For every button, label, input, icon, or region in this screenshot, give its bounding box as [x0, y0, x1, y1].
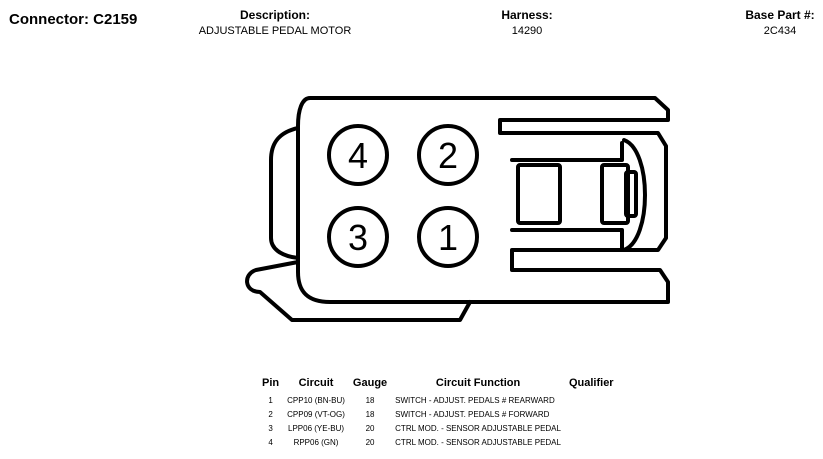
cell-qualifier	[565, 435, 618, 449]
cell-pin: 1	[268, 395, 273, 405]
key-slot-tab	[624, 170, 638, 218]
pin-number-4: 4	[348, 135, 368, 176]
col-header-pin: Pin	[262, 377, 280, 389]
pin-cavity-3	[327, 206, 389, 268]
table-row: 2 CPP09 (VT-OG) 18 SWITCH - ADJUST. PEDA…	[258, 407, 618, 421]
cell-circuit: CPP09 (VT-OG)	[287, 409, 345, 419]
cell-gauge: 18	[365, 395, 375, 405]
cell-function: SWITCH - ADJUST. PEDALS # FORWARD	[395, 409, 550, 419]
pin-cavity-1	[417, 206, 479, 268]
cell-function: CTRL MOD. - SENSOR ADJUSTABLE PEDAL	[395, 437, 561, 447]
cell-pin: 2	[268, 409, 273, 419]
cell-function: SWITCH - ADJUST. PEDALS # REARWARD	[395, 395, 555, 405]
latch-arm	[269, 126, 300, 260]
cell-pin: 3	[268, 423, 273, 433]
table-row: 3 LPP06 (YE-BU) 20 CTRL MOD. - SENSOR AD…	[258, 421, 618, 435]
pin-cavity-4	[327, 124, 389, 186]
pin-cavity-2	[417, 124, 479, 186]
inner-rail-bottom	[510, 228, 624, 250]
table-row: 1 CPP10 (BN-BU) 18 SWITCH - ADJUST. PEDA…	[258, 393, 618, 407]
col-header-gauge: Gauge	[352, 377, 388, 389]
pin-number-1: 1	[438, 217, 458, 258]
connector-housing-outline	[296, 96, 670, 304]
right-clip	[622, 138, 647, 252]
harness-value: 14290	[511, 25, 543, 37]
cell-qualifier	[565, 421, 618, 435]
pin-table: Pin Circuit Gauge Circuit Function Quali…	[258, 377, 618, 449]
base-part-label: Base Part #:	[745, 8, 815, 22]
description-label: Description:	[239, 8, 310, 22]
base-part-value: 2C434	[763, 25, 797, 37]
cell-circuit: CPP10 (BN-BU)	[287, 395, 345, 405]
col-header-circuit: Circuit	[298, 377, 334, 389]
cell-pin: 4	[268, 437, 273, 447]
col-header-circuit-function: Circuit Function	[435, 377, 521, 389]
cell-gauge: 20	[365, 437, 375, 447]
col-header-qualifier: Qualifier	[568, 377, 614, 389]
pin-number-2: 2	[438, 135, 458, 176]
cell-gauge: 18	[365, 409, 375, 419]
harness-label: Harness:	[501, 8, 553, 22]
pin-number-3: 3	[348, 217, 368, 258]
inner-rail-top	[510, 141, 624, 162]
cell-circuit: LPP06 (YE-BU)	[288, 423, 345, 433]
description-value: ADJUSTABLE PEDAL MOTOR	[198, 25, 352, 37]
cell-gauge: 20	[365, 423, 375, 433]
table-row: 4 RPP06 (GN) 20 CTRL MOD. - SENSOR ADJUS…	[258, 435, 618, 449]
cell-qualifier	[565, 407, 618, 421]
key-slot-left	[516, 163, 562, 225]
connector-title: Connector: C2159	[9, 11, 138, 28]
cell-function: CTRL MOD. - SENSOR ADJUSTABLE PEDAL	[395, 423, 561, 433]
cell-qualifier	[565, 393, 618, 407]
hook-tab	[245, 260, 472, 322]
cell-circuit: RPP06 (GN)	[293, 437, 339, 447]
